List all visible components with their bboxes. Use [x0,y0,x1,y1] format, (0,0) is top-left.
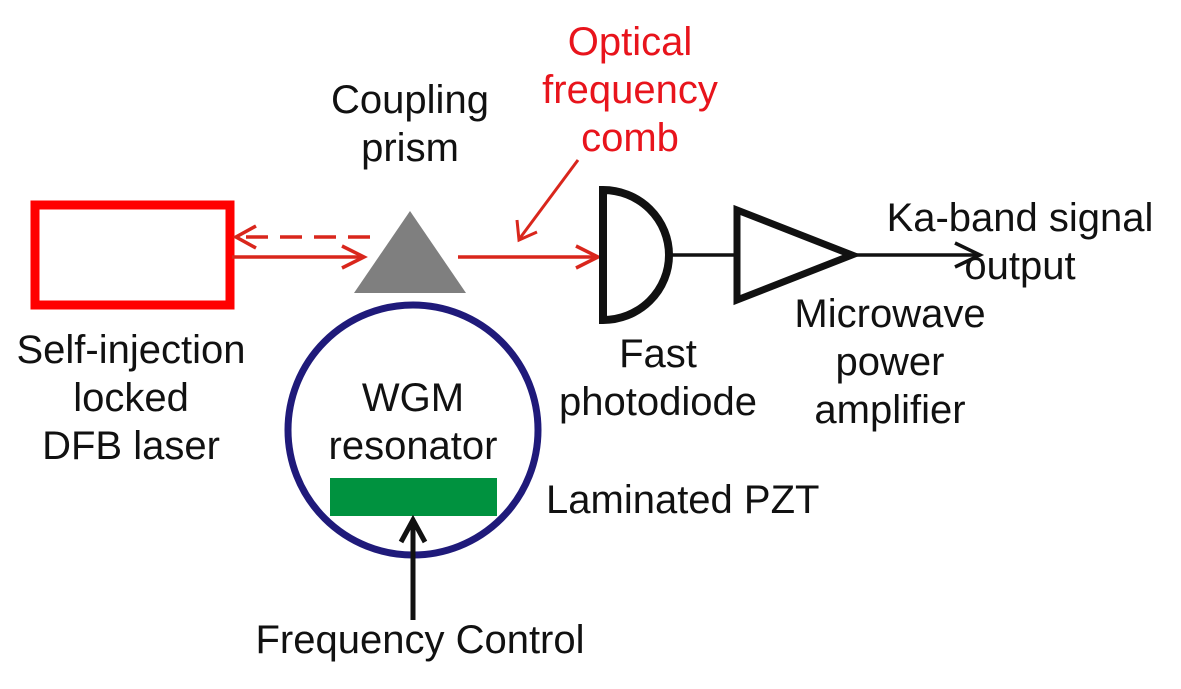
output-label-line-2: output [964,244,1076,288]
output-arrowhead [954,241,985,269]
prism-label-line-1: Coupling [331,78,489,122]
comb-pointer-arrowhead [515,219,538,243]
resonator-label: WGM resonator [313,374,513,470]
photodiode-label: Fast photodiode [548,330,768,426]
laser-box [30,200,235,310]
comb-label-line-1: Optical [567,20,693,64]
photodiode-label-line-2: photodiode [559,380,757,424]
prism-label-line-2: prism [361,126,459,170]
laser-label-line-1: Self-injection [16,328,246,372]
amplifier-label-line-3: amplifier [814,388,966,432]
comb-label-line-3: comb [581,116,679,160]
comb-pointer [518,159,580,239]
amplifier-label: Microwave power amplifier [770,290,1010,434]
photodiode-label-line-1: Fast [619,332,697,376]
laser-label-line-3: DFB laser [42,424,220,468]
amplifier-triangle [733,204,862,306]
pzt-label: Laminated PZT [546,476,819,524]
laser-beam-arrowhead [341,244,368,270]
prism-triangle [354,211,466,293]
output-label-line-1: Ka-band signal [886,196,1154,240]
control-label-text: Frequency Control [255,618,585,662]
amplifier-label-line-2: power [835,340,945,384]
laser-label-line-2: locked [73,376,189,420]
comb-label: Optical frequency comb [520,18,740,162]
resonator-label-line-2: resonator [328,424,498,468]
amplifier-label-line-1: Microwave [794,292,986,336]
photodiode-shape [599,185,673,325]
prism-label: Coupling prism [320,76,500,172]
comb-label-line-2: frequency [542,68,718,112]
control-label: Frequency Control [240,616,600,664]
control-arrowhead [398,514,428,544]
feedback-arrowhead [232,224,257,250]
pzt-label-text: Laminated PZT [546,478,820,522]
pzt-bar [330,478,497,516]
output-label: Ka-band signal output [870,194,1170,290]
comb-beam-arrowhead [575,244,602,270]
laser-label: Self-injection locked DFB laser [0,326,262,470]
resonator-label-line-1: WGM [361,376,465,420]
